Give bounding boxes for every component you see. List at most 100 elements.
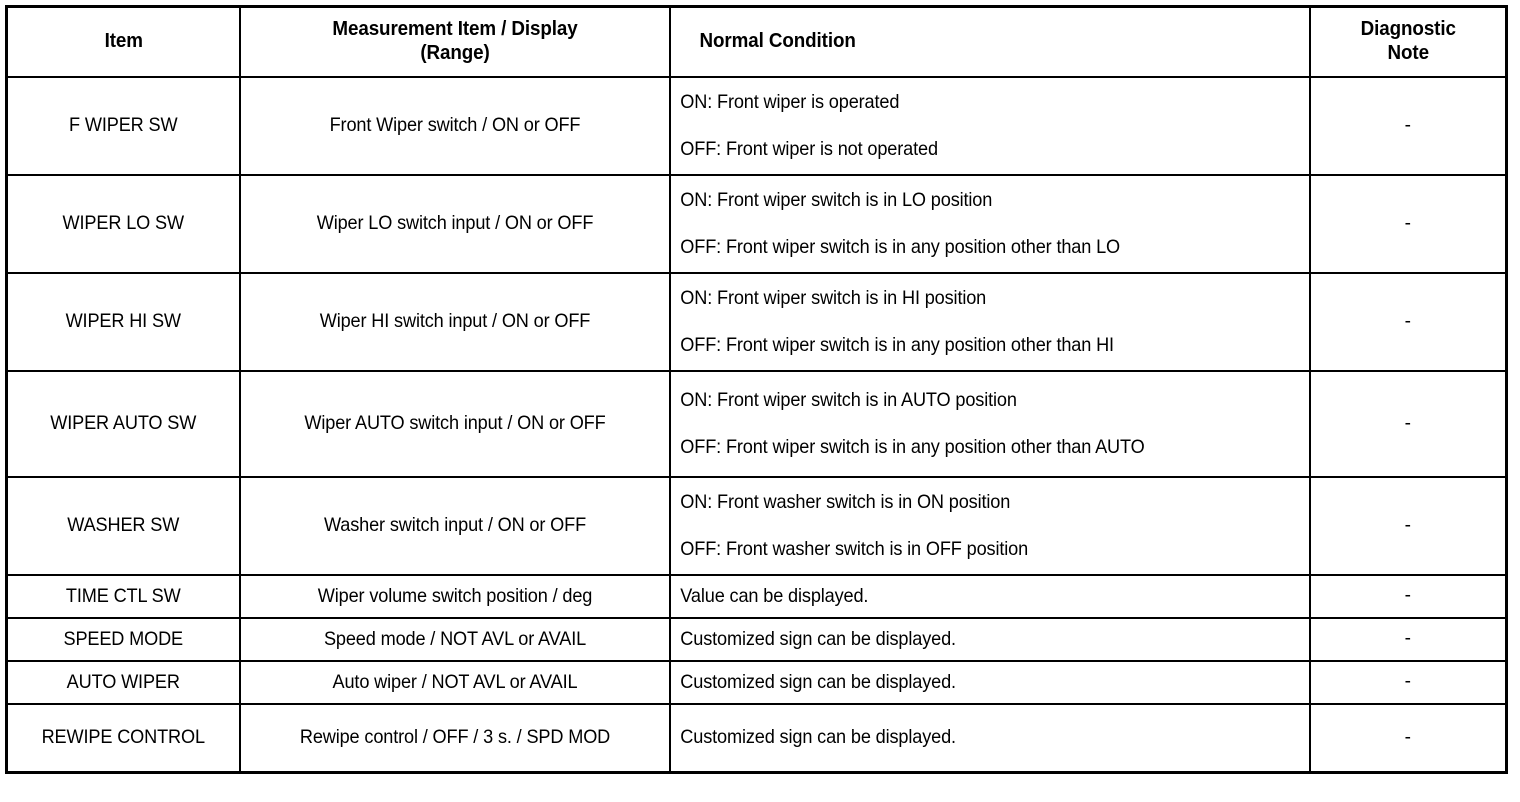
- cell-measurement: Wiper AUTO switch input / ON or OFF: [238, 370, 671, 478]
- column-header-measurement-line1: Measurement Item / Display: [331, 18, 578, 41]
- data-monitor-table-wrapper: Item Measurement Item / Display (Range) …: [5, 5, 1508, 774]
- cell-item-text: WIPER HI SW: [65, 310, 181, 333]
- cell-diagnostic-note: -: [1308, 272, 1508, 372]
- column-header-diagnostic-note-label: Diagnostic Note: [1316, 16, 1499, 67]
- cell-item: TIME CTL SW: [5, 574, 241, 619]
- column-header-normal-condition-label: Normal Condition: [699, 30, 856, 53]
- cell-measurement-text: Wiper AUTO switch input / ON or OFF: [303, 412, 606, 435]
- cell-normal-condition-text: ON: Front wiper is operated OFF: Front w…: [671, 87, 1264, 166]
- cell-item-text: REWIPE CONTROL: [41, 726, 205, 749]
- table-row: WASHER SW Washer switch input / ON or OF…: [5, 476, 1508, 576]
- cell-measurement: Wiper volume switch position / deg: [238, 574, 671, 619]
- cell-diagnostic-note-text: -: [1404, 628, 1411, 650]
- column-header-measurement: Measurement Item / Display (Range): [251, 5, 658, 78]
- cell-diagnostic-note: -: [1308, 370, 1508, 478]
- cell-normal-condition: ON: Front wiper switch is in HI position…: [668, 272, 1311, 372]
- column-header-normal-condition: Normal Condition: [687, 5, 1292, 78]
- table-header-row: Item Measurement Item / Display (Range) …: [7, 5, 1507, 78]
- cell-diagnostic-note-text: -: [1404, 412, 1411, 434]
- cell-item-text: SPEED MODE: [63, 627, 184, 650]
- cell-item: WIPER AUTO SW: [5, 370, 241, 478]
- column-header-measurement-line2: (Range): [419, 42, 490, 64]
- table-row: WIPER LO SW Wiper LO switch input / ON o…: [5, 174, 1508, 274]
- cell-diagnostic-note: -: [1308, 703, 1508, 774]
- cell-diagnostic-note: -: [1308, 617, 1508, 662]
- condition-on-line: ON: Front wiper switch is in AUTO positi…: [679, 388, 1017, 411]
- cell-item-text: WASHER SW: [67, 514, 180, 537]
- cell-measurement-text: Speed mode / NOT AVL or AVAIL: [323, 627, 586, 650]
- cell-measurement-text: Washer switch input / ON or OFF: [323, 514, 586, 537]
- cell-diagnostic-note: -: [1308, 660, 1508, 705]
- cell-measurement: Rewipe control / OFF / 3 s. / SPD MOD: [238, 703, 671, 774]
- cell-measurement: Front Wiper switch / ON or OFF: [238, 76, 671, 176]
- cell-normal-condition-text: ON: Front wiper switch is in LO position…: [671, 185, 1264, 264]
- cell-diagnostic-note: -: [1308, 76, 1508, 176]
- cell-diagnostic-note: -: [1308, 574, 1508, 619]
- table-row: WIPER HI SW Wiper HI switch input / ON o…: [5, 272, 1508, 372]
- cell-normal-condition-text: ON: Front washer switch is in ON positio…: [671, 487, 1264, 566]
- column-header-item: Item: [12, 5, 234, 78]
- cell-item: WIPER HI SW: [5, 272, 241, 372]
- cell-diagnostic-note-text: -: [1404, 514, 1411, 536]
- cell-diagnostic-note-text: -: [1404, 726, 1411, 748]
- table-body: F WIPER SW Front Wiper switch / ON or OF…: [5, 76, 1508, 774]
- cell-diagnostic-note-text: -: [1404, 310, 1411, 332]
- cell-normal-condition-text: ON: Front wiper switch is in AUTO positi…: [671, 385, 1264, 464]
- condition-off-line: OFF: Front wiper switch is in any positi…: [679, 236, 1120, 258]
- cell-item-text: AUTO WIPER: [66, 670, 180, 693]
- cell-normal-condition-text: Customized sign can be displayed.: [679, 726, 956, 749]
- cell-diagnostic-note: -: [1308, 476, 1508, 576]
- cell-diagnostic-note-text: -: [1404, 585, 1411, 607]
- cell-diagnostic-note-text: -: [1404, 671, 1411, 693]
- table-row: TIME CTL SW Wiper volume switch position…: [5, 574, 1508, 619]
- cell-measurement-text: Wiper volume switch position / deg: [317, 584, 592, 607]
- table-row: WIPER AUTO SW Wiper AUTO switch input / …: [5, 370, 1508, 478]
- cell-normal-condition: Customized sign can be displayed.: [668, 703, 1311, 774]
- condition-on-line: ON: Front wiper is operated: [679, 90, 899, 113]
- cell-measurement-text: Wiper HI switch input / ON or OFF: [319, 310, 590, 333]
- cell-item: AUTO WIPER: [5, 660, 241, 705]
- cell-measurement: Speed mode / NOT AVL or AVAIL: [238, 617, 671, 662]
- column-header-diagnostic-note-line2: Note: [1387, 42, 1429, 64]
- cell-item-text: TIME CTL SW: [65, 584, 181, 607]
- cell-normal-condition: ON: Front wiper is operated OFF: Front w…: [668, 76, 1311, 176]
- cell-measurement: Washer switch input / ON or OFF: [238, 476, 671, 576]
- table-header: Item Measurement Item / Display (Range) …: [7, 5, 1507, 78]
- table-row: AUTO WIPER Auto wiper / NOT AVL or AVAIL…: [5, 660, 1508, 705]
- cell-measurement: Wiper HI switch input / ON or OFF: [238, 272, 671, 372]
- cell-normal-condition: Value can be displayed.: [668, 574, 1311, 619]
- cell-item-text: WIPER LO SW: [62, 212, 185, 235]
- data-monitor-table: Item Measurement Item / Display (Range) …: [5, 5, 1508, 774]
- cell-normal-condition-text: Customized sign can be displayed.: [679, 670, 956, 693]
- condition-on-line: ON: Front wiper switch is in HI position: [679, 286, 986, 309]
- cell-normal-condition-text: Value can be displayed.: [679, 584, 868, 607]
- cell-diagnostic-note-text: -: [1404, 212, 1411, 234]
- condition-off-line: OFF: Front wiper is not operated: [679, 138, 938, 160]
- cell-item: WIPER LO SW: [5, 174, 241, 274]
- cell-measurement-text: Wiper LO switch input / ON or OFF: [316, 212, 593, 235]
- condition-off-line: OFF: Front wiper switch is in any positi…: [679, 436, 1145, 458]
- cell-normal-condition-text: ON: Front wiper switch is in HI position…: [671, 283, 1264, 362]
- condition-on-line: ON: Front wiper switch is in LO position: [679, 188, 992, 211]
- cell-item: WASHER SW: [5, 476, 241, 576]
- condition-on-line: ON: Front washer switch is in ON positio…: [679, 490, 1010, 513]
- cell-normal-condition: ON: Front washer switch is in ON positio…: [668, 476, 1311, 576]
- cell-item: REWIPE CONTROL: [5, 703, 241, 774]
- cell-measurement-text: Rewipe control / OFF / 3 s. / SPD MOD: [299, 726, 610, 749]
- table-row: REWIPE CONTROL Rewipe control / OFF / 3 …: [5, 703, 1508, 774]
- condition-off-line: OFF: Front washer switch is in OFF posit…: [679, 538, 1028, 560]
- condition-off-line: OFF: Front wiper switch is in any positi…: [679, 334, 1114, 356]
- column-header-measurement-label: Measurement Item / Display (Range): [253, 16, 655, 67]
- cell-item: SPEED MODE: [5, 617, 241, 662]
- cell-normal-condition: ON: Front wiper switch is in LO position…: [668, 174, 1311, 274]
- cell-normal-condition: Customized sign can be displayed.: [668, 617, 1311, 662]
- cell-measurement: Wiper LO switch input / ON or OFF: [238, 174, 671, 274]
- cell-normal-condition: Customized sign can be displayed.: [668, 660, 1311, 705]
- cell-normal-condition: ON: Front wiper switch is in AUTO positi…: [668, 370, 1311, 478]
- cell-diagnostic-note: -: [1308, 174, 1508, 274]
- column-header-diagnostic-note-line1: Diagnostic: [1360, 18, 1456, 41]
- cell-diagnostic-note-text: -: [1404, 114, 1411, 136]
- column-header-diagnostic-note: Diagnostic Note: [1314, 5, 1502, 78]
- table-row: F WIPER SW Front Wiper switch / ON or OF…: [5, 76, 1508, 176]
